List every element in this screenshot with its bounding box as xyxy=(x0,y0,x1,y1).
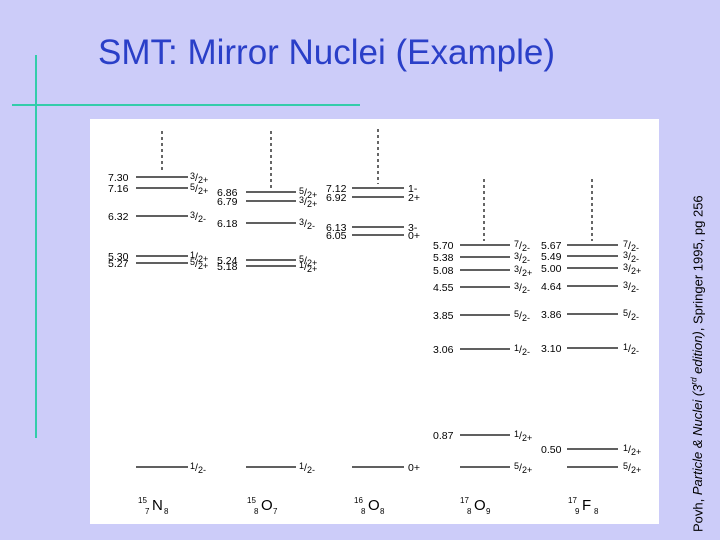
spin-parity-label: 3/2- xyxy=(190,210,206,224)
nucleus-symbol: N xyxy=(152,497,163,514)
spin-parity-label: 5/2+ xyxy=(514,461,532,475)
energy-value: 6.92 xyxy=(326,192,347,204)
spin-parity-label: 1- xyxy=(408,183,418,195)
energy-value: 4.55 xyxy=(433,282,454,294)
energy-value: 5.08 xyxy=(433,265,454,277)
energy-value: 5.00 xyxy=(541,263,562,275)
energy-value: 7.12 xyxy=(326,183,347,195)
nucleus-column-15N: 1/2- 5.27 5/2+ 5.30 1/2+ 6.32 3/2- 7.16 5/2+ 7.30… xyxy=(108,131,208,516)
spin-parity-label: 5/2+ xyxy=(190,182,208,196)
spin-parity-label: 5/2+ xyxy=(299,186,317,200)
energy-value: 3.85 xyxy=(433,310,454,322)
energy-value: 6.86 xyxy=(217,187,238,199)
neutron-number: 8 xyxy=(594,507,599,516)
energy-value: 6.13 xyxy=(326,222,347,234)
neutron-number: 8 xyxy=(380,507,385,516)
citation-rest: , Springer 1995, pg 256 xyxy=(690,195,706,332)
spin-parity-label: 5/2+ xyxy=(190,257,208,271)
energy-value: 5.67 xyxy=(541,240,562,252)
spin-parity-label: 3/2- xyxy=(623,250,639,264)
level-scheme-figure: 1/2- 5.27 5/2+ 5.30 1/2+ 6.32 3/2- 7.16 5/2+ 7.30… xyxy=(90,119,659,524)
energy-value: 3.10 xyxy=(541,343,562,355)
mass-number: 17 xyxy=(460,496,469,505)
proton-number: 8 xyxy=(361,507,366,516)
spin-parity-label: 3/2+ xyxy=(299,195,317,209)
energy-value: 3.06 xyxy=(433,344,454,356)
spin-parity-label: 3/2- xyxy=(623,280,639,294)
energy-value: 5.38 xyxy=(433,252,454,264)
spin-parity-label: 0+ xyxy=(408,462,420,474)
nucleus-symbol: O xyxy=(261,497,273,514)
spin-parity-label: 3/2- xyxy=(514,281,530,295)
energy-value: 0.87 xyxy=(433,430,454,442)
proton-number: 8 xyxy=(254,507,259,516)
spin-parity-label: 7/2- xyxy=(623,239,639,253)
spin-parity-label: 3/2+ xyxy=(190,171,208,185)
energy-value: 6.79 xyxy=(217,196,238,208)
spin-parity-label: 3/2- xyxy=(514,251,530,265)
citation-author: Povh, xyxy=(690,495,706,532)
energy-value: 5.18 xyxy=(217,261,238,273)
nucleus-symbol: F xyxy=(582,497,591,514)
spin-parity-label: 1/2- xyxy=(190,461,206,475)
mass-number: 15 xyxy=(138,496,147,505)
spin-parity-label: 1/2+ xyxy=(623,443,641,457)
citation-book: Particle & Nuclei (3rd edition) xyxy=(690,331,706,496)
energy-value: 5.49 xyxy=(541,251,562,263)
spin-parity-label: 3- xyxy=(408,222,418,234)
neutron-number: 8 xyxy=(164,507,169,516)
spin-parity-label: 1/2+ xyxy=(299,260,317,274)
spin-parity-label: 5/2- xyxy=(514,309,530,323)
energy-value: 3.86 xyxy=(541,309,562,321)
energy-value: 7.16 xyxy=(108,183,129,195)
spin-parity-label: 5/2+ xyxy=(299,254,317,268)
spin-parity-label: 1/2+ xyxy=(514,429,532,443)
nucleus-column-17F: 5/2+ 0.50 1/2+ 3.10 1/2- 3.86 5/2- 4.64 3/2- 5.00… xyxy=(541,179,641,516)
level-scheme-diagram: 1/2- 5.27 5/2+ 5.30 1/2+ 6.32 3/2- 7.16 5/2+ 7.30… xyxy=(108,129,641,516)
energy-value: 0.50 xyxy=(541,444,562,456)
nucleus-column-16O: 0+ 6.05 0+ 6.13 3- 6.92 2+ 7.12 1- O 16 8 8 xyxy=(326,129,420,516)
decorative-horizontal-line xyxy=(12,104,360,106)
slide-title: SMT: Mirror Nuclei (Example) xyxy=(98,33,555,72)
spin-parity-label: 1/2+ xyxy=(190,250,208,264)
energy-value: 5.24 xyxy=(217,255,238,267)
spin-parity-label: 3/2+ xyxy=(623,262,641,276)
neutron-number: 9 xyxy=(486,507,491,516)
spin-parity-label: 3/2+ xyxy=(514,264,532,278)
neutron-number: 7 xyxy=(273,507,278,516)
mass-number: 17 xyxy=(568,496,577,505)
energy-value: 6.32 xyxy=(108,211,129,223)
mass-number: 16 xyxy=(354,496,363,505)
energy-value: 5.27 xyxy=(108,258,129,270)
proton-number: 9 xyxy=(575,507,580,516)
spin-parity-label: 3/2- xyxy=(299,217,315,231)
spin-parity-label: 7/2- xyxy=(514,239,530,253)
spin-parity-label: 5/2+ xyxy=(623,461,641,475)
nucleus-column-17O: 5/2+ 0.87 1/2+ 3.06 1/2- 3.85 5/2- 4.55 3/2- 5.08… xyxy=(433,179,532,516)
energy-value: 5.30 xyxy=(108,251,129,263)
spin-parity-label: 1/2- xyxy=(623,342,639,356)
spin-parity-label: 5/2- xyxy=(623,308,639,322)
energy-value: 4.64 xyxy=(541,281,562,293)
mass-number: 15 xyxy=(247,496,256,505)
energy-value: 7.30 xyxy=(108,172,129,184)
nucleus-symbol: O xyxy=(368,497,380,514)
proton-number: 8 xyxy=(467,507,472,516)
decorative-vertical-line xyxy=(35,55,37,438)
energy-value: 5.70 xyxy=(433,240,454,252)
spin-parity-label: 1/2- xyxy=(299,461,315,475)
energy-value: 6.05 xyxy=(326,230,347,242)
source-citation: Povh, Particle & Nuclei (3rd edition), S… xyxy=(690,195,705,532)
spin-parity-label: 0+ xyxy=(408,230,420,242)
nucleus-column-15O: 1/2- 5.18 1/2+ 5.24 5/2+ 6.18 3/2- 6.79 3/2+ 6.86… xyxy=(217,131,317,516)
spin-parity-label: 1/2- xyxy=(514,343,530,357)
spin-parity-label: 2+ xyxy=(408,192,420,204)
energy-value: 6.18 xyxy=(217,218,238,230)
nucleus-symbol: O xyxy=(474,497,486,514)
proton-number: 7 xyxy=(145,507,150,516)
